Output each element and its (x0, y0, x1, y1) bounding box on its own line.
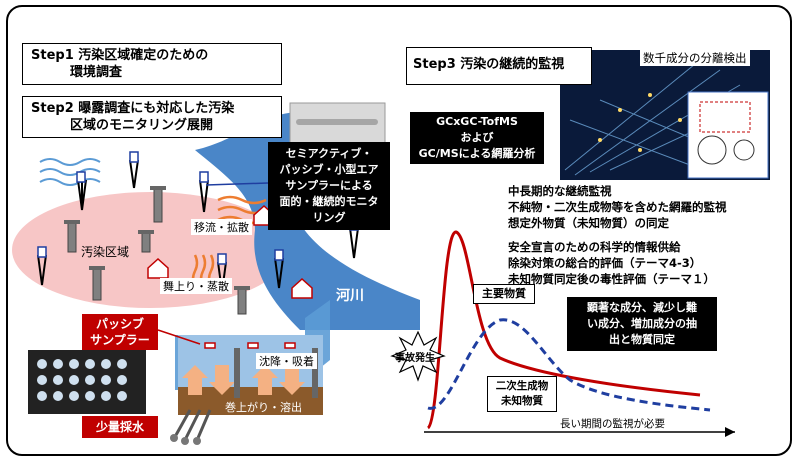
monitoring-text-2: 安全宣言のための科学的情報供給 除染対策の総合的評価（テーマ4-3） 未知物質同… (508, 240, 715, 286)
wind-lines (39, 158, 101, 186)
step1-box: Step1 汚染区域確定のための 環境調査 (22, 43, 282, 85)
water-sampling-tubes (174, 409, 212, 439)
advection-label: 移流・拡散 (191, 219, 252, 235)
volatilization-label: 舞上り・蒸散 (160, 278, 232, 294)
sedimentation-label: 沈降・吸着 (256, 353, 317, 369)
long-term-label: 長い期間の監視が必要 (560, 418, 665, 430)
separation-label: 数千成分の分離検出 (640, 50, 750, 66)
sediment-layer (178, 387, 323, 415)
resuspension-arrows (182, 365, 305, 395)
passive-sampler-label: パッシブ サンプラー (82, 314, 158, 350)
main-substance-label: 主要物質 (473, 284, 535, 304)
small-water-label: 少量採水 (82, 416, 158, 438)
gcxgc-description-box: GCxGC-TofMS および GC/MSによる網羅分析 (410, 112, 544, 164)
river-shape (195, 111, 420, 330)
resuspension-label: 巻上がり・溶出 (225, 401, 302, 414)
accident-label: 事故発生 (395, 353, 435, 364)
contaminated-area-label: 汚染区域 (81, 245, 130, 259)
sampler-description-box: セミアクティブ・ パッシブ・小型エア サンプラーによる 面的・継続的モニタ リン… (268, 142, 390, 230)
secondary-substance-label: 二次生成物 未知物質 (487, 376, 557, 412)
secondary-curve (427, 318, 711, 412)
step2-box: Step2 曝露調査にも対応した汚染 区域のモニタリング展開 (22, 96, 282, 138)
monitoring-text-1: 中長期的な継続監視 不純物・二次生成物等を含めた網羅的監視 想定外物質（未知物質… (508, 184, 727, 230)
component-extraction-box: 顕著な成分、減少し難 い成分、増加成分の抽 出と物質同定 (567, 297, 717, 351)
accident-burst (390, 330, 446, 382)
river-label: 河川 (336, 288, 364, 304)
step3-box: Step3 汚染の継続的監視 (406, 47, 592, 85)
